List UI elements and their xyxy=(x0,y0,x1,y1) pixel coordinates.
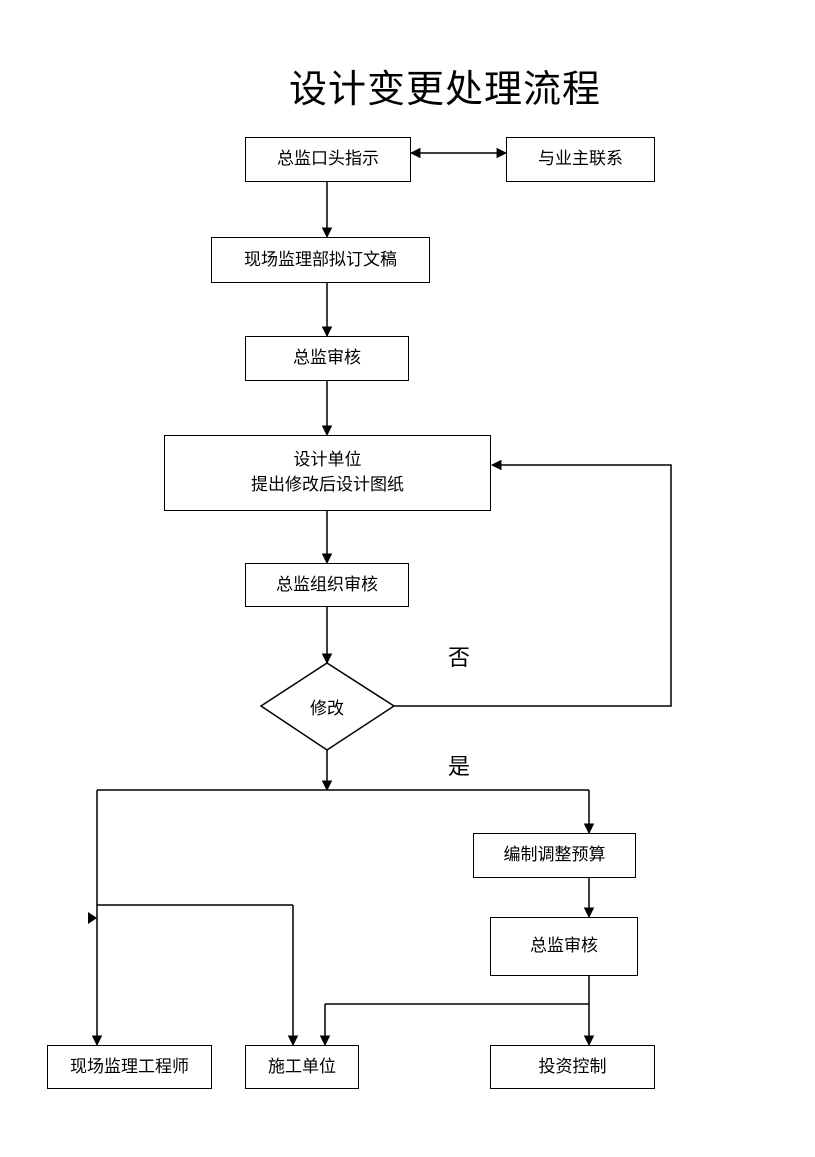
decision-diamond xyxy=(259,662,396,751)
chief-org-review-label: 总监组织审核 xyxy=(276,574,378,595)
design-unit-box: 设计单位 提出修改后设计图纸 xyxy=(164,435,491,511)
chief-review-1-label: 总监审核 xyxy=(293,348,361,369)
investment-control-box: 投资控制 xyxy=(490,1045,655,1089)
yes-label: 是 xyxy=(448,755,471,780)
no-label: 否 xyxy=(448,646,471,671)
budget-box: 编制调整预算 xyxy=(473,833,636,878)
construction-unit-label: 施工单位 xyxy=(268,1056,336,1077)
site-engineer-box: 现场监理工程师 xyxy=(47,1045,212,1089)
site-draft-label: 现场监理部拟订文稿 xyxy=(244,249,397,270)
engineer-line-arrowhead xyxy=(88,912,97,924)
loop-no xyxy=(394,459,672,707)
contact-owner-label: 与业主联系 xyxy=(538,149,623,170)
construction-unit-box: 施工单位 xyxy=(245,1045,359,1089)
investment-control-label: 投资控制 xyxy=(538,1056,607,1077)
chief-org-review-box: 总监组织审核 xyxy=(245,563,409,607)
budget-label: 编制调整预算 xyxy=(503,845,606,866)
chief-verbal-box: 总监口头指示 xyxy=(245,137,411,182)
design-unit-line2: 提出修改后设计图纸 xyxy=(251,475,404,495)
chief-review-2-label: 总监审核 xyxy=(530,936,598,957)
chief-review-1-box: 总监审核 xyxy=(245,336,409,381)
diagram-title: 设计变更处理流程 xyxy=(288,67,601,111)
modify-decision-label: 修改 xyxy=(310,699,344,719)
contact-owner-box: 与业主联系 xyxy=(506,137,655,182)
chief-verbal-label: 总监口头指示 xyxy=(277,149,379,170)
site-engineer-label: 现场监理工程师 xyxy=(70,1056,189,1077)
chief-review-2-box: 总监审核 xyxy=(490,917,638,976)
design-unit-line1: 设计单位 xyxy=(293,450,362,471)
site-draft-box: 现场监理部拟订文稿 xyxy=(211,237,430,283)
